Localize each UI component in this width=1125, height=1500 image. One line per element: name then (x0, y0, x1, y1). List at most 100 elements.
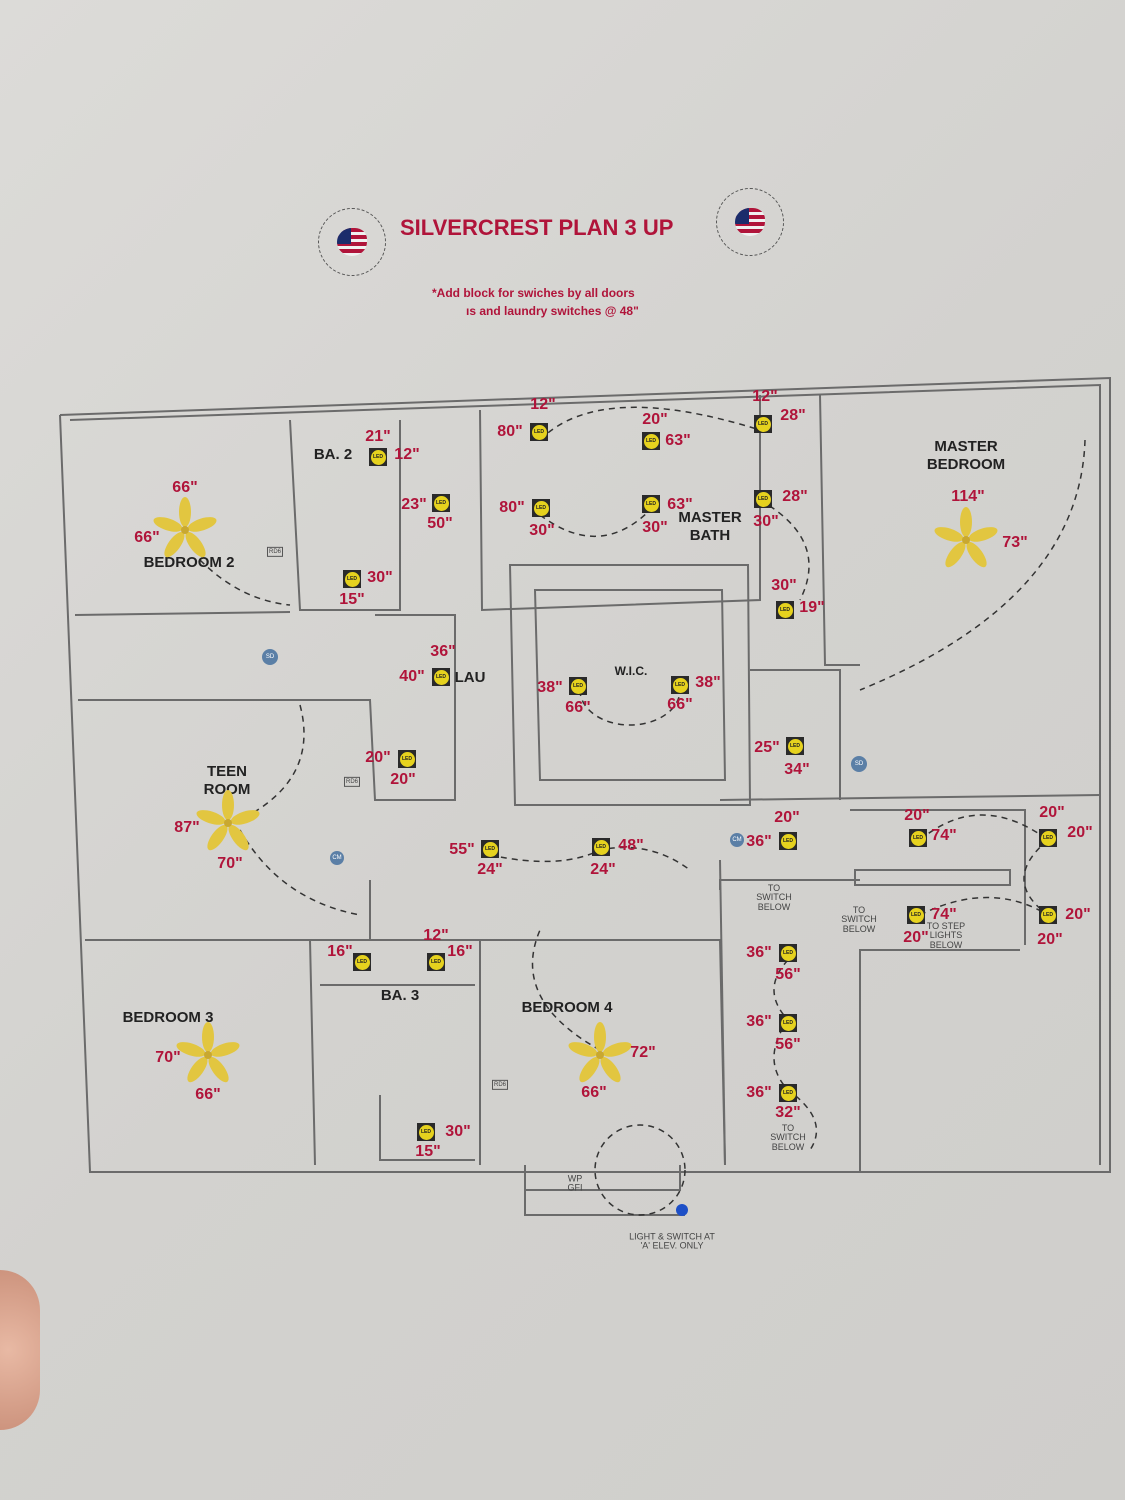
photo-finger (0, 1270, 40, 1430)
led-light-fixture-icon: LED (779, 944, 797, 962)
led-fixture-label: LED (533, 500, 549, 516)
mounting-height-label: 24" (477, 861, 503, 878)
mounting-height-label: 114" (951, 488, 985, 505)
led-fixture-label: LED (643, 433, 659, 449)
led-fixture-label: LED (908, 907, 924, 923)
plan-title: SILVERCREST PLAN 3 UP (400, 215, 674, 240)
co-monitor-icon: CM (330, 851, 344, 865)
mounting-height-label: 16" (327, 943, 353, 960)
room-label-laundry: LAU (454, 669, 486, 686)
mounting-height-label: 36" (746, 1013, 772, 1030)
led-light-fixture-icon: LED (754, 415, 772, 433)
mounting-height-label: 15" (415, 1143, 441, 1160)
mounting-height-label: 66" (565, 699, 591, 716)
mounting-height-label: 80" (497, 423, 523, 440)
mounting-height-label: 70" (217, 855, 243, 872)
mounting-height-label: 20" (642, 411, 668, 428)
led-light-fixture-icon: LED (530, 423, 548, 441)
republic-electric-logo-left (318, 208, 386, 276)
ceiling-fan-icon (196, 790, 260, 851)
mounting-height-label: 20" (1037, 931, 1063, 948)
wp-gfi-outlet-label: WP GFI (567, 1173, 583, 1193)
led-light-fixture-icon: LED (353, 953, 371, 971)
led-fixture-label: LED (531, 424, 547, 440)
led-fixture-label: LED (910, 830, 926, 846)
mounting-height-label: 15" (339, 591, 365, 608)
room-label-bedroom3: BEDROOM 3 (122, 1009, 214, 1026)
mounting-height-label: 32" (775, 1104, 801, 1121)
mounting-height-label: 20" (1065, 906, 1091, 923)
led-fixture-label: LED (344, 571, 360, 587)
republic-electric-logo-right (716, 188, 784, 256)
rd-box-label: RD6 (491, 1079, 509, 1091)
led-light-fixture-icon: LED (432, 668, 450, 686)
mounting-height-label: 74" (931, 827, 957, 844)
mounting-height-label: 87" (174, 819, 200, 836)
led-fixture-label: LED (482, 841, 498, 857)
led-light-fixture-icon: LED (369, 448, 387, 466)
led-light-fixture-icon: LED (532, 499, 550, 517)
exterior-light-dot (676, 1204, 688, 1216)
led-light-fixture-icon: LED (592, 838, 610, 856)
mounting-height-label: 66" (172, 479, 198, 496)
mounting-height-label: 36" (430, 643, 456, 660)
led-light-fixture-icon: LED (417, 1123, 435, 1141)
led-light-fixture-icon: LED (432, 494, 450, 512)
mounting-height-label: 20" (774, 809, 800, 826)
ceiling-fan-icon (176, 1022, 240, 1083)
mounting-height-label: 20" (903, 929, 929, 946)
room-label-wic: W.I.C. (614, 663, 648, 678)
led-light-fixture-icon: LED (779, 1084, 797, 1102)
room-label-master-bath: MASTER BATH (678, 509, 742, 544)
led-light-fixture-icon: LED (427, 953, 445, 971)
led-fixture-label: LED (755, 416, 771, 432)
led-light-fixture-icon: LED (481, 840, 499, 858)
led-fixture-label: LED (428, 954, 444, 970)
mounting-height-label: 48" (618, 837, 644, 854)
rd-box-label: RD6 (266, 546, 284, 558)
led-light-fixture-icon: LED (786, 737, 804, 755)
mounting-height-label: 38" (695, 674, 721, 691)
mounting-height-label: 30" (529, 522, 555, 539)
mounting-height-label: 19" (799, 599, 825, 616)
ceiling-fan-icon (153, 497, 217, 558)
room-label-bedroom2: BEDROOM 2 (143, 554, 235, 571)
note-line-2: ıs and laundry switches @ 48" (466, 304, 639, 318)
led-fixture-label: LED (433, 495, 449, 511)
led-light-fixture-icon: LED (671, 676, 689, 694)
led-fixture-label: LED (570, 678, 586, 694)
led-light-fixture-icon: LED (1039, 829, 1057, 847)
room-label-master-bedroom: MASTER BEDROOM (926, 438, 1006, 473)
led-fixture-label: LED (787, 738, 803, 754)
led-light-fixture-icon: LED (642, 432, 660, 450)
ceiling-fan-icon (934, 507, 998, 568)
mounting-height-label: 66" (195, 1086, 221, 1103)
mounting-height-label: 66" (134, 529, 160, 546)
to-switch-below-note: TO SWITCH BELOW (756, 882, 792, 912)
room-label-ba3: BA. 3 (380, 987, 420, 1004)
mounting-height-label: 40" (399, 668, 425, 685)
led-light-fixture-icon: LED (779, 1014, 797, 1032)
mounting-height-label: 12" (423, 927, 449, 944)
mounting-height-label: 30" (753, 513, 779, 530)
mounting-height-label: 56" (775, 1036, 801, 1053)
led-light-fixture-icon: LED (642, 495, 660, 513)
led-fixture-label: LED (593, 839, 609, 855)
room-label-teen-room: TEEN ROOM (203, 763, 251, 798)
ceiling-fan-icon (568, 1022, 632, 1083)
mounting-height-label: 66" (581, 1084, 607, 1101)
mounting-height-label: 55" (449, 841, 475, 858)
led-fixture-label: LED (433, 669, 449, 685)
led-light-fixture-icon: LED (754, 490, 772, 508)
mounting-height-label: 30" (771, 577, 797, 594)
mounting-height-label: 66" (667, 696, 693, 713)
mounting-height-label: 50" (427, 515, 453, 532)
mounting-height-label: 72" (630, 1044, 656, 1061)
led-fixture-label: LED (643, 496, 659, 512)
led-light-fixture-icon: LED (907, 906, 925, 924)
mounting-height-label: 38" (537, 679, 563, 696)
room-label-ba2: BA. 2 (313, 446, 353, 463)
mounting-height-label: 30" (445, 1123, 471, 1140)
led-fixture-label: LED (780, 1085, 796, 1101)
